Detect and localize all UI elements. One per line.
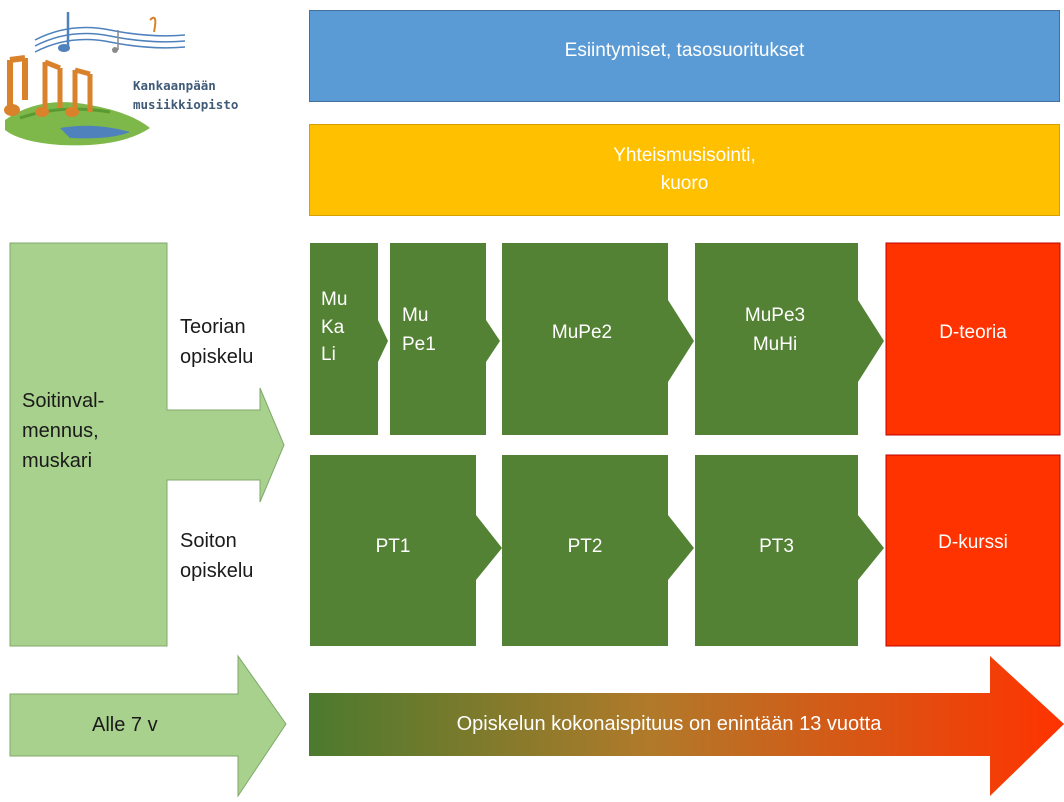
- theory-step1-line1: Mu: [321, 289, 348, 310]
- theory-step3-label: MuPe2: [502, 318, 662, 348]
- age-label: Alle 7 v: [92, 710, 158, 740]
- theory-final-shape: [885, 242, 1061, 436]
- playing-track-label: Soiton opiskelu: [180, 526, 253, 586]
- duration-text: Opiskelun kokonaispituus on enintään 13 …: [456, 713, 882, 735]
- age-arrow-shape: [9, 654, 287, 798]
- playing-track-label-line1: Soiton: [180, 530, 237, 552]
- start-label: Soitinval- mennus, muskari: [22, 386, 104, 476]
- playing-step1-label: PT1: [310, 532, 476, 562]
- playing-step2-label: PT2: [502, 532, 668, 562]
- theory-step1-shape: [310, 243, 388, 435]
- start-arrow-shape: [9, 242, 285, 647]
- theory-track-label-line1: Teorian: [180, 316, 246, 338]
- age-label-text: Alle 7 v: [92, 714, 158, 736]
- logo: Kankaanpään musiikkiopisto: [0, 0, 300, 150]
- theory-step2-line1: Mu: [402, 305, 429, 326]
- playing-step2-text: PT2: [567, 536, 603, 557]
- start-label-line2: mennus,: [22, 420, 99, 442]
- playing-track-label-line2: opiskelu: [180, 560, 254, 582]
- playing-final-label: D-kurssi: [886, 528, 1060, 558]
- theory-step2-line2: Pe1: [402, 333, 436, 355]
- theory-step3-text: MuPe2: [551, 322, 613, 343]
- start-label-line1: Soitinval-: [22, 390, 105, 412]
- theory-step3-shape: [502, 243, 694, 435]
- theory-step1-line2: Ka: [321, 316, 345, 338]
- performances-label: Esiintymiset, tasosuoritukset: [564, 40, 805, 61]
- playing-step2-shape: [502, 455, 694, 646]
- theory-step1-line3: Li: [321, 344, 336, 366]
- ensemble-label-line2: kuoro: [660, 173, 709, 194]
- duration-label: Opiskelun kokonaispituus on enintään 13 …: [309, 708, 1029, 740]
- logo-text: Kankaanpään musiikkiopisto: [133, 76, 238, 115]
- performances-banner: Esiintymiset, tasosuoritukset: [309, 10, 1060, 102]
- theory-final-text: D-teoria: [939, 322, 1007, 343]
- theory-track-label: Teorian opiskelu: [180, 312, 253, 372]
- theory-step4-line1: MuPe3: [744, 305, 806, 326]
- playing-final-shape: [885, 454, 1061, 647]
- theory-step2-label: Mu Pe1: [402, 302, 436, 359]
- theory-step2-shape: [390, 243, 500, 435]
- playing-step3-shape: [695, 455, 884, 646]
- playing-step3-label: PT3: [695, 532, 858, 562]
- playing-step3-text: PT3: [759, 536, 794, 557]
- duration-arrow-shape: [309, 656, 1064, 796]
- playing-final-text: D-kurssi: [938, 532, 1008, 553]
- theory-step4-label: MuPe3 MuHi: [695, 302, 855, 359]
- theory-track-label-line2: opiskelu: [180, 346, 254, 368]
- ensemble-banner: Yhteismusisointi, kuoro: [309, 124, 1060, 216]
- theory-final-label: D-teoria: [886, 318, 1060, 348]
- logo-graphic: [4, 12, 186, 146]
- playing-step1-shape: [310, 455, 502, 646]
- theory-step4-shape: [695, 243, 884, 435]
- start-label-line3: muskari: [22, 450, 93, 472]
- logo-line2: musiikkiopisto: [133, 97, 239, 113]
- playing-step1-text: PT1: [375, 536, 411, 557]
- theory-step4-line2: MuHi: [752, 333, 798, 355]
- ensemble-label-line1: Yhteismusisointi,: [613, 144, 756, 166]
- logo-line1: Kankaanpään: [133, 78, 216, 93]
- theory-step1-label: Mu Ka Li: [321, 286, 347, 369]
